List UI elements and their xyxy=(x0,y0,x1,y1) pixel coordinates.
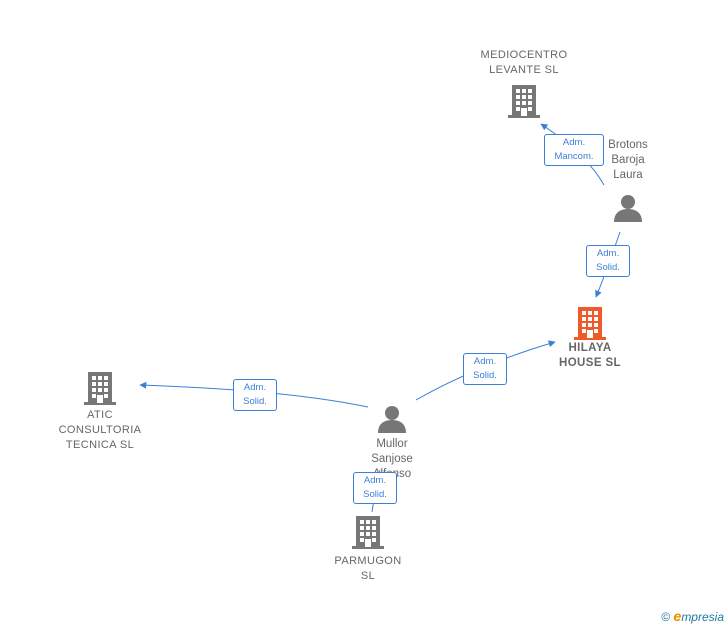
node-atic[interactable]: ATIC CONSULTORIA TECNICA SL xyxy=(44,370,156,453)
node-label: MEDIOCENTRO LEVANTE SL xyxy=(480,49,568,76)
node-parmugon[interactable]: PARMUGON SL xyxy=(324,514,412,584)
person-icon xyxy=(614,195,642,222)
node-hilaya-main[interactable]: HILAYA HOUSE SL xyxy=(544,305,636,371)
edge-badge-adm-solid[interactable]: Adm. Solid. xyxy=(463,353,507,385)
node-brotons[interactable]: Brotons Baroja Laura xyxy=(586,138,670,223)
brand-logo-initial: e xyxy=(673,608,682,624)
node-mullor[interactable]: Mullor Sanjose Alfonso xyxy=(350,404,434,482)
building-icon xyxy=(84,372,116,405)
edge-badge-adm-solid[interactable]: Adm. Solid. xyxy=(586,245,630,277)
person-icon xyxy=(378,406,406,433)
node-label: ATIC CONSULTORIA TECNICA SL xyxy=(58,409,142,451)
node-label: Brotons Baroja Laura xyxy=(608,139,648,181)
node-mediocentro[interactable]: MEDIOCENTRO LEVANTE SL xyxy=(462,48,586,119)
copyright-symbol: © xyxy=(661,610,671,624)
building-icon xyxy=(352,516,384,549)
brand-name: mpresia xyxy=(681,610,724,624)
building-icon xyxy=(508,85,540,118)
edge-badge-adm-mancom[interactable]: Adm. Mancom. xyxy=(544,134,604,166)
node-label: HILAYA HOUSE SL xyxy=(559,342,621,369)
empresia-watermark: © empresia xyxy=(661,608,724,624)
edge-badge-adm-solid[interactable]: Adm. Solid. xyxy=(353,472,397,504)
edge-badge-adm-solid[interactable]: Adm. Solid. xyxy=(233,379,277,411)
building-icon xyxy=(574,307,606,340)
node-label: PARMUGON SL xyxy=(334,555,402,582)
